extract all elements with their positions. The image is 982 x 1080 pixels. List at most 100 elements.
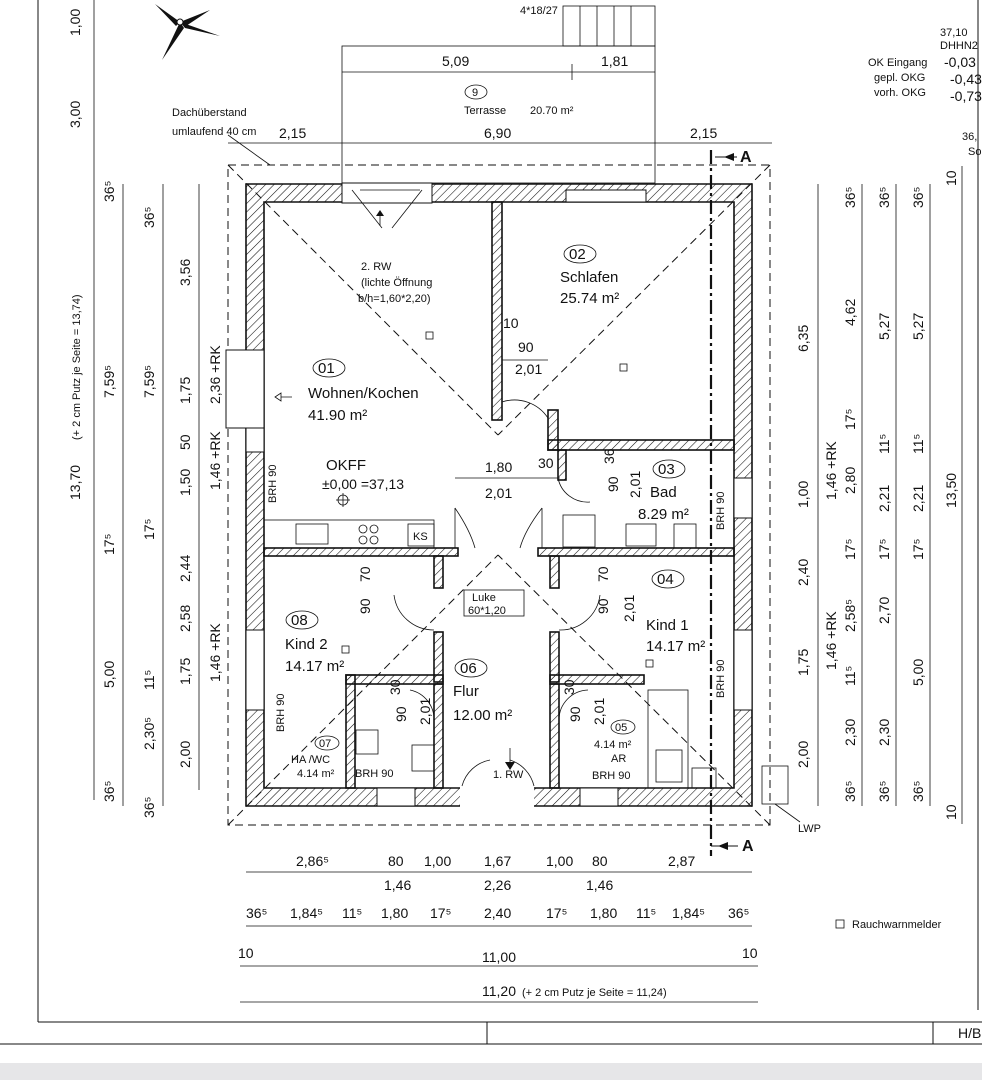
bottom-r1-0: 2,86⁵	[296, 853, 329, 869]
top-dim-left: 2,15	[279, 125, 306, 141]
left-c3-0: 3,56	[177, 259, 193, 286]
top-dim-right: 2,15	[690, 125, 717, 141]
room-04-name: Kind 1	[646, 617, 689, 634]
annotations: 2. RW (lichte Öffnung b/h=1,60*2,20) OKF…	[267, 261, 727, 782]
legend-gepl-val: -0,43	[950, 71, 982, 87]
bottom-r2-4: 17⁵	[430, 905, 451, 921]
stairs-label: 4*18/27	[520, 5, 558, 17]
left-dimensions: 1,00 3,00 13,70 (+ 2 cm Putz je Seite = …	[67, 0, 223, 818]
room-03-no: 03	[658, 461, 675, 478]
right-c5-0: 36⁵	[910, 187, 926, 208]
dim-30-wc: 30	[387, 679, 403, 695]
left-c3-7: 2,00	[177, 741, 193, 768]
room-labels: 01 Wohnen/Kochen 41.90 m² 02 Schlafen 25…	[285, 244, 705, 780]
left-c1-3: 5,00	[101, 661, 117, 688]
room-01-name: Wohnen/Kochen	[308, 385, 419, 402]
right-c2-0: 1,46 +RK	[823, 441, 839, 500]
left-c2-4: 2,30⁵	[141, 717, 157, 750]
bottom-r1-2: 1,00	[424, 853, 451, 869]
roof-overhang	[227, 164, 771, 826]
dim-180: 1,80	[485, 459, 512, 475]
right-c3-0: 36⁵	[842, 187, 858, 208]
dim-90-ar: 90	[567, 706, 583, 722]
room-05-area: 4.14 m²	[594, 739, 632, 751]
right-c5-2: 11⁵	[910, 434, 926, 454]
right-c4-3: 2,21	[876, 485, 892, 512]
legend-gepl: gepl. OKG	[874, 72, 925, 84]
terrace: 5,09 1,81 9 Terrasse 20.70 m²	[341, 45, 656, 184]
rw2-label-3: b/h=1,60*2,20)	[358, 293, 430, 305]
left-c3-5: 2,58	[177, 605, 193, 632]
bottom-r1-6: 2,87	[668, 853, 695, 869]
okff-label: OKFF	[326, 457, 366, 474]
room-02-name: Schlafen	[560, 269, 618, 286]
legend-so: So	[968, 146, 981, 158]
sheet-label: H/B	[958, 1025, 981, 1041]
left-c3-4: 2,44	[177, 555, 193, 582]
terrace-area: 20.70 m²	[530, 105, 574, 117]
bottom-r2-10: 36⁵	[728, 905, 749, 921]
left-dim-total: 13,70	[67, 465, 83, 500]
dim-201-k1: 2,01	[621, 595, 637, 622]
bottom-r1-3: 1,67	[484, 853, 511, 869]
room-01-no: 01	[318, 360, 335, 377]
room-03-name: Bad	[650, 484, 677, 501]
left-dim-3: 3,00	[67, 101, 83, 128]
legend-vorh: vorh. OKG	[874, 87, 926, 99]
left-c1-0: 36⁵	[101, 181, 117, 202]
dim-201-b: 2,01	[485, 485, 512, 501]
room-04-no: 04	[657, 571, 674, 588]
right-c6-0: 10	[943, 170, 959, 186]
bottom-r2-2: 11⁵	[342, 905, 362, 921]
bottom-dimensions: 2,86⁵ 80 1,00 1,67 1,00 80 2,87 1,46 2,2…	[238, 853, 758, 1003]
overhang-label-2: umlaufend 40 cm	[172, 126, 256, 138]
right-c5-3: 2,21	[910, 485, 926, 512]
right-c4-7: 36⁵	[876, 781, 892, 802]
rauch-label: Rauchwarnmelder	[852, 919, 942, 931]
bottom-r2-6: 17⁵	[546, 905, 567, 921]
legend-ref: DHHN2	[940, 40, 978, 52]
right-c1-1: 1,00	[795, 481, 811, 508]
bottom-r1-1: 80	[388, 853, 404, 869]
right-c3-6: 2,30	[842, 719, 858, 746]
room-03-area: 8.29 m²	[638, 506, 689, 523]
bottom-r2-8: 11⁵	[636, 905, 656, 921]
right-c1-0: 6,35	[795, 325, 811, 352]
rw1-label: 1. RW	[493, 769, 524, 781]
right-c2-1: 1,46 +RK	[823, 611, 839, 670]
top-dimensions: Dachüberstand umlaufend 40 cm 2,15 6,90 …	[172, 107, 772, 166]
room-04-area: 14.17 m²	[646, 638, 705, 655]
right-c6-1: 13,50	[943, 473, 959, 508]
left-dim-top: 1,00	[67, 9, 83, 36]
right-c4-5: 2,70	[876, 597, 892, 624]
right-c3-1: 17⁵	[842, 409, 858, 430]
smoke-detector-icon	[425, 331, 434, 340]
bottom-r2-1: 1,84⁵	[290, 905, 323, 921]
left-dim-note: (+ 2 cm Putz je Seite = 13,74)	[71, 294, 83, 440]
brh90-ar: BRH 90	[592, 770, 631, 782]
room-06-area: 12.00 m²	[453, 707, 512, 724]
fixtures: KS	[263, 514, 717, 789]
left-c4-0: 2,36 +RK	[207, 345, 223, 404]
legend-ok-eingang: OK Eingang	[868, 57, 927, 69]
room-06-no: 06	[460, 660, 477, 677]
bottom-r3-r: 10	[742, 945, 758, 961]
brh90-kind1: BRH 90	[715, 659, 727, 698]
right-c4-6: 2,30	[876, 719, 892, 746]
terrace-dim-a: 5,09	[442, 53, 469, 69]
room-02-area: 25.74 m²	[560, 290, 619, 307]
bottom-r3-m: 11,00	[482, 949, 516, 965]
sheet-frame: H/B	[0, 0, 982, 1045]
windows	[225, 182, 753, 808]
room-07-name: HA /WC	[291, 754, 330, 766]
heat-pump: LWP	[761, 765, 821, 835]
right-c3-5: 11⁵	[842, 666, 858, 686]
legend-ok-eingang-val: -0,03	[944, 54, 976, 70]
right-c3-7: 36⁵	[842, 781, 858, 802]
room-07-area: 4.14 m²	[297, 768, 335, 780]
right-c3-3: 17⁵	[842, 539, 858, 560]
dim-201: 2,01	[515, 361, 542, 377]
brh90-living: BRH 90	[267, 464, 279, 503]
left-c2-0: 36⁵	[141, 207, 157, 228]
right-c3-4: 2,58⁵	[842, 599, 858, 632]
